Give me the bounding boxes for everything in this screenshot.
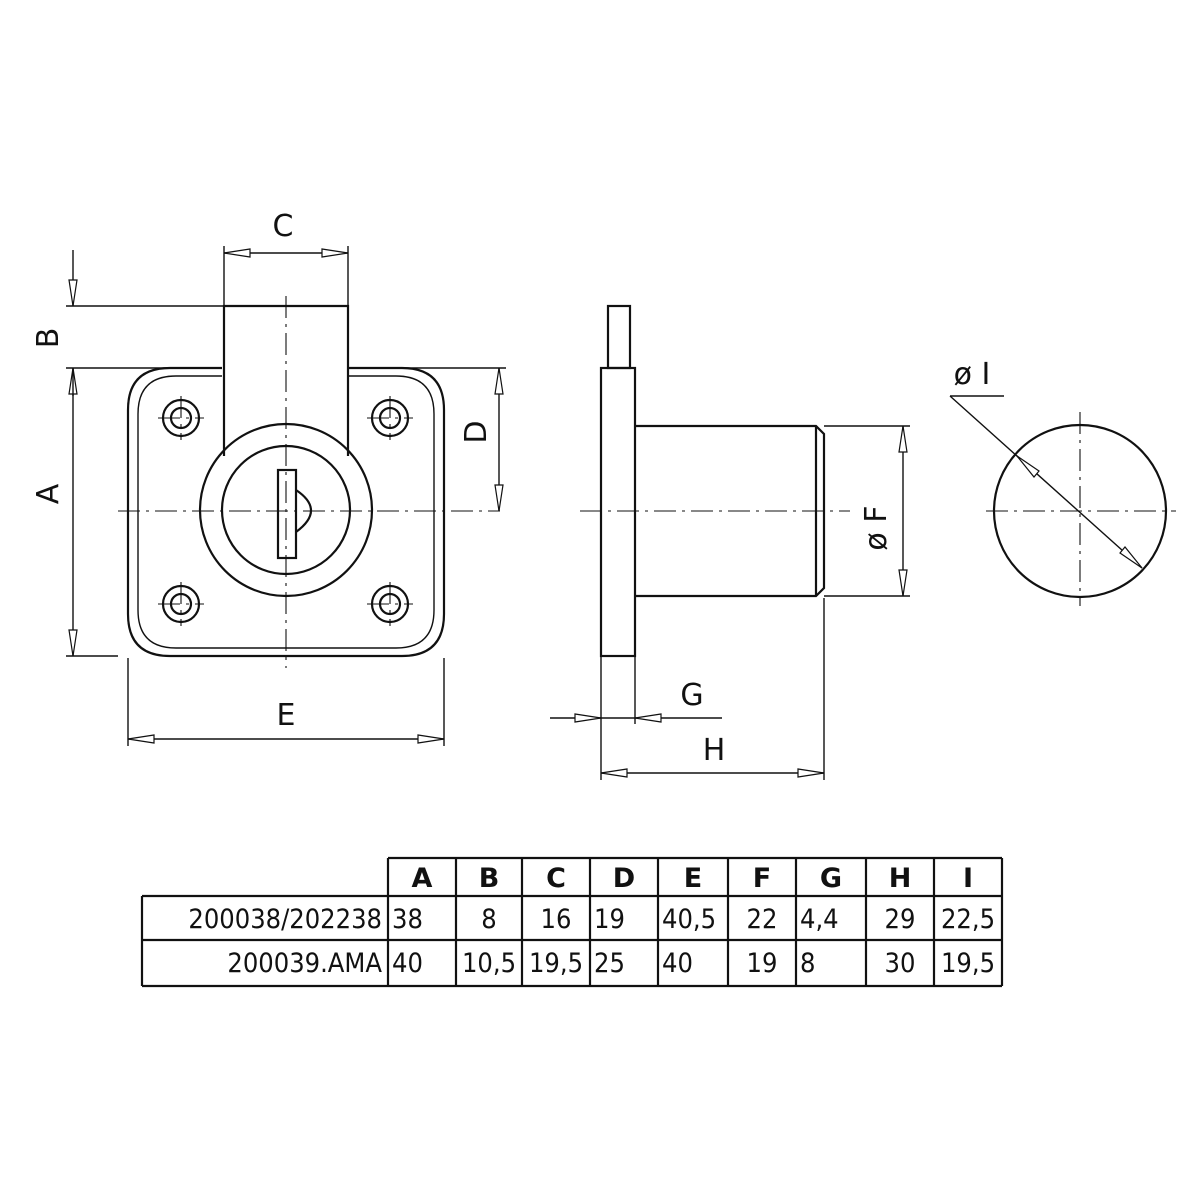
table-cell: 22 [747,904,778,935]
table-cell: 16 [541,904,572,935]
table-cell: 4,4 [800,904,839,935]
table-cell: 19,5 [529,948,583,979]
table-header-a: A [412,863,433,894]
dim-label-h: H [703,733,726,768]
dim-label-f: ø F [859,505,894,550]
table-cell: 38 [392,904,423,935]
table-header-e: E [684,863,702,894]
table-header-d: D [613,863,635,894]
table-header-c: C [546,863,566,894]
dim-label-d: D [459,420,494,443]
table-cell: 8 [800,948,815,979]
table-cell: 30 [885,948,916,979]
dim-label-b: B [31,328,66,349]
dim-label-g: G [680,678,703,713]
side-view [580,304,850,658]
table-cell: 10,5 [462,948,516,979]
dim-label-c: C [273,209,294,244]
table-header-f: F [753,863,771,894]
table-cell: 19,5 [941,948,995,979]
table-cell: 29 [885,904,916,935]
table-cell: 8 [481,904,496,935]
table-row-code: 200039.AMA [227,948,382,979]
side-flange [599,366,637,658]
table-cell: 22,5 [941,904,995,935]
dim-label-a: A [31,483,66,504]
dim-label-e: E [277,698,296,733]
table-cell: 40 [662,948,693,979]
side-dimensions: ø F G H [550,425,910,780]
table-cell: 40,5 [662,904,716,935]
table-header-b: B [479,863,500,894]
table-header-g: G [820,863,842,894]
end-view: ø I [949,357,1176,606]
front-dimensions: C B A D E [31,209,506,746]
table-row-code: 200038/202238 [188,904,382,935]
front-view [118,296,500,668]
dimension-table: A B C D E F G H I 200038/202238 38 8 16 19 40,5 22 4,4 29… [140,856,1004,988]
dim-label-i: ø I [954,357,991,392]
table-cell: 19 [747,948,778,979]
side-bolt [606,304,632,370]
table-cell: 19 [594,904,625,935]
front-plate-outline [126,366,446,658]
table-cell: 40 [392,948,423,979]
table-header-h: H [889,863,912,894]
keyway-slot [276,468,298,560]
table-header-i: I [963,863,973,894]
table-cell: 25 [594,948,625,979]
